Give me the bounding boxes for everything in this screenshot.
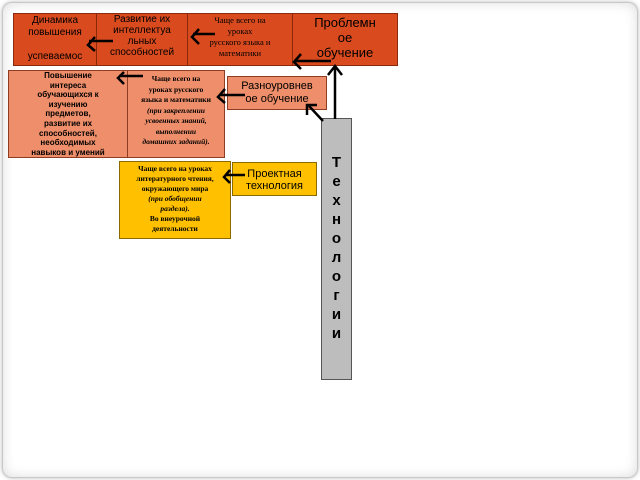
interest-line7: способностей, [39,128,97,138]
intellect-line3: льных [127,36,157,47]
lessons-line2: уроках русского [148,84,204,94]
yellow-line4: (при обобщении [148,194,202,203]
arrow-up-icon [327,63,343,119]
tech-letter-6: л [331,249,342,266]
tech-letter-1: Т [331,154,342,171]
yellow-line7: деятельности [152,224,198,233]
yellow-lessons-box: Чаще всего на уроках литературного чтени… [119,161,231,239]
arrow-left-icon [86,36,113,52]
rus-math-box: Чаще всего на уроках русского языка и ма… [187,13,293,66]
intellect-box: Развитие их интеллектуа льных способност… [96,13,188,66]
interest-line5: предметов, [45,109,91,119]
yellow-line2: литературного чтения, [136,174,214,183]
interest-line1: Повышение [44,71,92,80]
problem-learning-box: Проблемн ое обучение [292,13,398,66]
dynamics-line2: повышения [28,27,82,38]
tech-letter-4: н [331,211,342,228]
tech-letter-3: х [332,192,341,209]
interest-line4: изучению [48,99,88,109]
project-line2: технология [245,180,303,192]
lessons-line5: усвоенных знаний, [145,116,207,125]
rus-math-line2: уроках [227,26,253,36]
multilevel-line1: Разноуровнев [241,80,313,92]
lessons-line6: выполнении [155,126,197,136]
tech-letter-10: и [331,325,342,342]
dynamics-box: Динамика повышения успеваемос [13,13,97,66]
interest-line3: обучающихся к [37,90,99,100]
rus-math-line1: Чаще всего на [214,15,266,25]
rus-math-line3: русского языка и [209,37,271,47]
problem-line1: Проблемн [314,15,376,30]
tech-letter-9: и [331,306,342,323]
intellect-line4: способностей [109,47,175,58]
dynamics-line1: Динамика [31,15,79,26]
interest-line8: необходимых [40,138,96,148]
project-line1: Проектная [247,168,302,180]
arrow-left-icon [116,71,143,85]
interest-line6: развитие их [43,118,93,128]
tech-letter-8: г [333,287,340,304]
arrow-left-icon [292,53,331,70]
interest-line2: интереса [49,80,87,90]
technologies-bar: Т е х н о л о г и и [321,118,352,380]
arrow-left-icon [222,169,245,184]
problem-line3: обучение [316,45,374,60]
lessons-line4: (при закреплении [147,105,205,115]
lessons-box: Чаще всего на уроках русского языка и ма… [127,70,225,158]
tech-letter-2: е [332,173,341,190]
project-tech-box: Проектная технология [232,162,317,196]
yellow-line6: Во внеурочной [149,214,201,223]
tech-letter-7: о [331,268,342,285]
yellow-line1: Чаще всего на уроках [138,164,212,173]
arrow-left-icon [190,28,215,45]
yellow-line3: окружающего мира [141,184,209,193]
intellect-line2: интеллектуа [113,25,171,36]
arrow-diagonal-icon [305,103,324,122]
multilevel-line2: ое обучение [245,93,309,105]
problem-line2: ое [337,30,353,45]
yellow-line5: раздела). [160,204,190,213]
interest-line9: навыков и умений [31,147,105,157]
arrow-left-icon [216,88,245,104]
tech-letter-5: о [331,230,342,247]
interest-box: Повышение интереса обучающихся к изучени… [8,70,128,158]
lessons-line1: Чаще всего на [151,74,201,83]
dynamics-line3: успеваемос [27,51,83,62]
rus-math-line4: математики [218,48,262,58]
lessons-line7: домашних заданий). [142,137,210,146]
intellect-line1: Развитие их [113,14,171,25]
lessons-line3: языка и математики [141,95,211,104]
multilevel-box: Разноуровнев ое обучение [227,76,327,110]
